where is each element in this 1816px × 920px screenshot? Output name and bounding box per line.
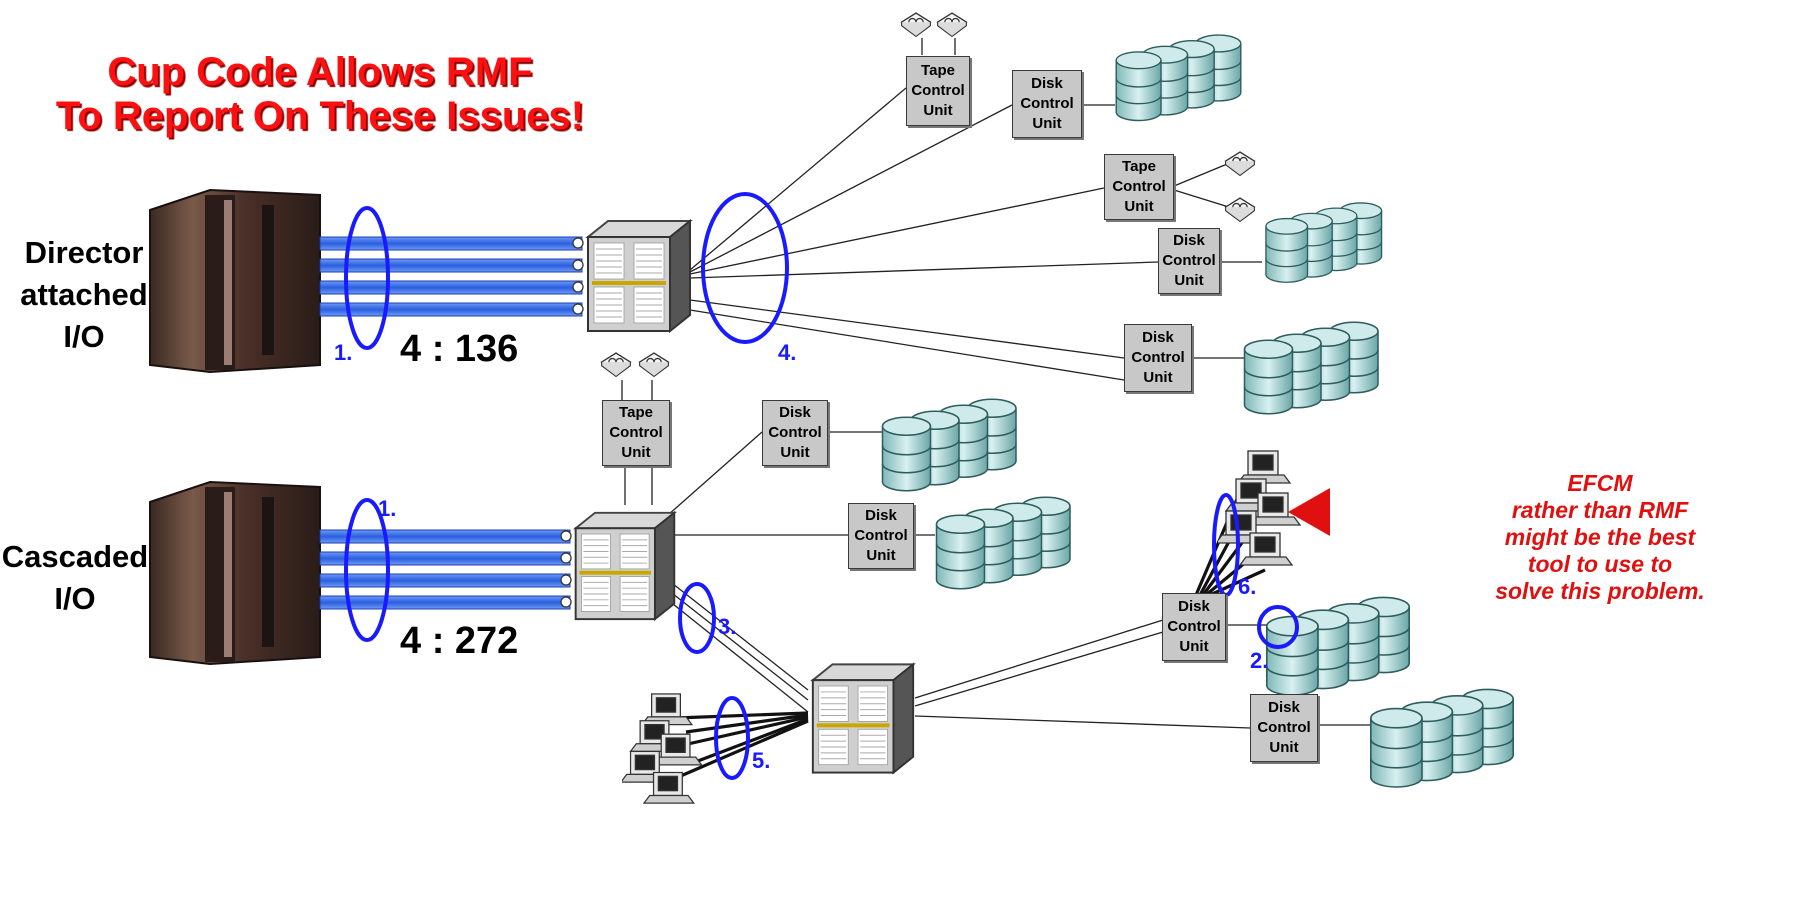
- director-switch-bottom: [811, 663, 915, 774]
- mainframe-top: [149, 188, 321, 374]
- cu-line: Unit: [1179, 638, 1209, 655]
- label-line: Cascaded: [1, 539, 149, 574]
- cu-line: Unit: [866, 547, 896, 564]
- disk-storage-icon: [881, 398, 1017, 492]
- cu-line: Tape: [921, 62, 955, 79]
- note-line: EFCM: [1567, 470, 1633, 496]
- ratio-top: 4 : 136: [400, 328, 519, 370]
- callout-number: 5.: [752, 748, 771, 773]
- cu-line: Control: [1257, 719, 1311, 736]
- callout-number: 1.: [334, 340, 353, 365]
- note-line: tool to use to: [1527, 551, 1673, 577]
- tape-drive-icon: [900, 12, 932, 38]
- callout-number: 3.: [718, 614, 737, 639]
- cu-line: Control: [768, 424, 822, 441]
- cu-line: Unit: [1032, 115, 1062, 132]
- connection-lines: [621, 38, 1370, 729]
- cu-line: Unit: [1143, 369, 1173, 386]
- cu-line: Control: [1020, 95, 1074, 112]
- callout-number: 1.: [378, 496, 397, 521]
- callout-ellipses: [344, 192, 1299, 780]
- pointer-arrow-icon: [1288, 488, 1330, 536]
- headline-line: Cup Code Allows RMF: [107, 50, 533, 94]
- headline: Cup Code Allows RMF To Report On These I…: [0, 50, 670, 138]
- note-line: rather than RMF: [1511, 497, 1689, 523]
- disk-storage-icon: [1264, 202, 1383, 284]
- cu-line: Control: [1167, 618, 1221, 635]
- director-switch-middle: [574, 511, 676, 621]
- cu-line: Disk: [1173, 232, 1205, 249]
- label-cascaded-io: Cascaded I/O: [0, 536, 150, 620]
- disk-storage-icon: [1369, 688, 1515, 788]
- label-director-attached-io: Director attached I/O: [20, 232, 148, 358]
- disk-storage-icon: [1243, 321, 1379, 415]
- cu-line: Unit: [621, 444, 651, 461]
- label-line: Director: [24, 235, 144, 270]
- director-switch-top: [586, 219, 692, 333]
- cu-line: Disk: [1142, 329, 1174, 346]
- disk-storage-icon: [1115, 34, 1242, 122]
- efcm-note: EFCM rather than RMF might be the best t…: [1390, 470, 1810, 605]
- cu-line: Tape: [1122, 158, 1156, 175]
- cu-line: Tape: [619, 404, 653, 421]
- note-line: might be the best: [1504, 524, 1696, 550]
- cu-line: Disk: [1178, 598, 1210, 615]
- label-line: I/O: [63, 319, 105, 354]
- callout-number: 6.: [1238, 574, 1257, 599]
- workstations-icon: [622, 693, 703, 804]
- mainframe-bottom: [149, 480, 321, 666]
- cu-line: Control: [1112, 178, 1166, 195]
- cu-line: Unit: [1269, 739, 1299, 756]
- director-ports: [560, 237, 584, 608]
- cu-line: Control: [854, 527, 908, 544]
- workstations-icon: [1218, 450, 1301, 566]
- tape-drive-icon: [936, 12, 968, 38]
- label-line: attached: [20, 277, 148, 312]
- cu-line: Control: [609, 424, 663, 441]
- tape-drive-icon: [1224, 151, 1256, 176]
- cu-line: Disk: [1031, 75, 1063, 92]
- tape-drive-icon: [1224, 197, 1256, 222]
- tape-drive-icon: [638, 352, 670, 378]
- callout-number: 2.: [1250, 648, 1269, 673]
- cu-line: Unit: [923, 102, 953, 119]
- cu-line: Disk: [1268, 699, 1300, 716]
- cu-line: Disk: [779, 404, 811, 421]
- cu-line: Control: [911, 82, 965, 99]
- cu-line: Unit: [780, 444, 810, 461]
- channel-links-bottom: [319, 529, 571, 610]
- disk-storage-icon: [935, 496, 1071, 590]
- cu-line: Control: [1131, 349, 1185, 366]
- note-line: solve this problem.: [1495, 578, 1705, 604]
- tape-drive-icon: [600, 352, 632, 378]
- ratio-bottom: 4 : 272: [400, 620, 519, 662]
- cu-line: Disk: [865, 507, 897, 524]
- label-line: I/O: [54, 581, 96, 616]
- channel-links-top: [319, 236, 583, 317]
- cu-line: Control: [1162, 252, 1216, 269]
- cu-line: Unit: [1124, 198, 1154, 215]
- headline-line: To Report On These Issues!: [55, 94, 585, 138]
- callout-number: 4.: [778, 340, 797, 365]
- cu-line: Unit: [1174, 272, 1204, 289]
